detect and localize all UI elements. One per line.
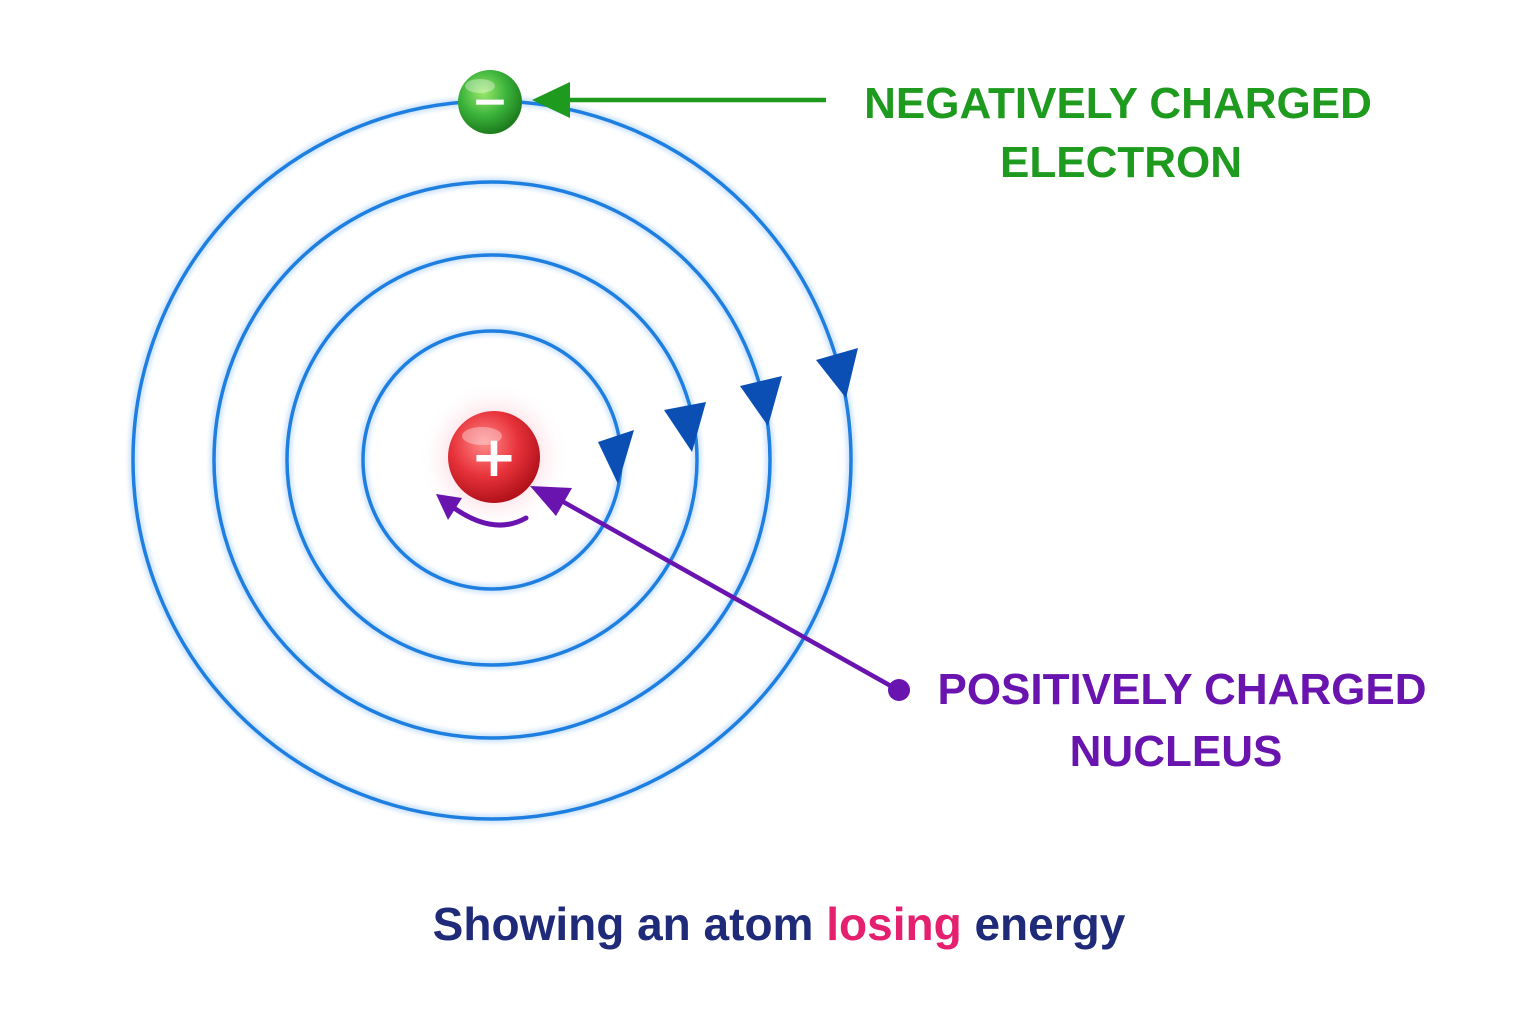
orbit-arrow-2 [664,402,706,452]
orbit-arrow-4 [816,348,858,398]
electron-pointer-arrowhead-icon [532,82,570,118]
nucleus-plus-icon: + [471,425,518,490]
caption-highlight: losing [826,898,961,950]
orbit-3-line [212,180,772,740]
electron [458,70,522,134]
nucleus-label-line1: POSITIVELY CHARGED [937,665,1426,714]
orbit-2-line [285,253,699,667]
nucleus [448,411,540,503]
electron-label-line1: NEGATIVELY CHARGED [864,79,1372,128]
orbit-arrow-3 [740,376,782,426]
nucleus-pointer [530,486,910,701]
rotation-arrow-icon [436,494,529,528]
nucleus-pointer-arrowhead-icon [530,486,572,516]
electron-minus-icon: − [472,76,509,127]
caption: Showing an atom losing energy [433,898,1126,950]
electron-highlight [465,79,495,93]
nucleus-label-line2: NUCLEUS [1070,727,1283,776]
caption-prefix: Showing an atom [433,898,827,950]
caption-suffix: energy [962,898,1126,950]
electron-pointer [532,82,826,118]
orbit-arrow-1 [598,430,634,484]
nucleus-pointer-dot [888,679,910,701]
electron-label-line2: ELECTRON [1000,138,1242,187]
orbit-arrows [598,348,858,484]
nucleus-highlight [462,427,502,445]
